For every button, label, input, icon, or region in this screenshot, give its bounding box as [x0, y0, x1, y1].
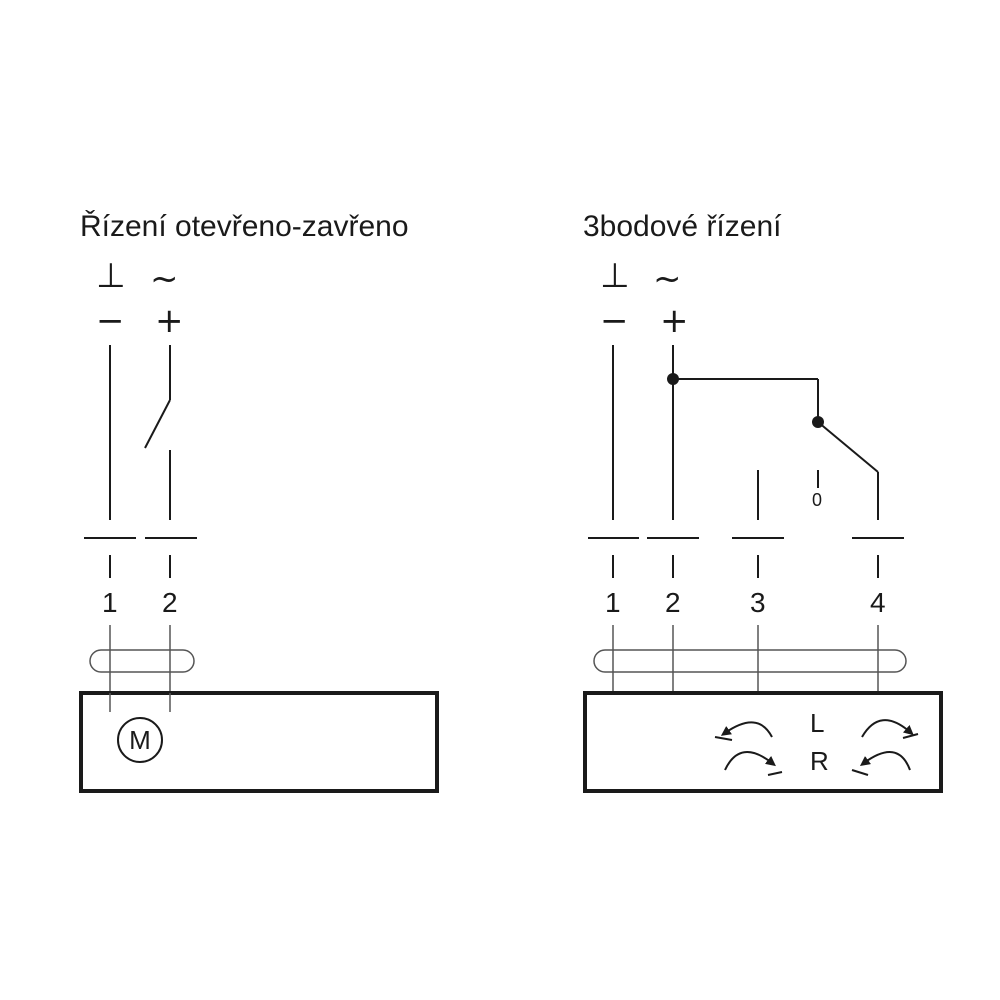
stop-mark	[767, 771, 783, 776]
terminal-2-label: 2	[665, 587, 681, 618]
actuator-box-right	[583, 691, 943, 793]
rotation-arrow-icon	[724, 751, 776, 771]
ac-symbol: ~	[653, 259, 682, 299]
plus-symbol: +	[660, 301, 689, 341]
left-panel-title: Řízení otevřeno-zavřeno	[80, 210, 409, 243]
rotation-arrow-icon	[861, 719, 914, 738]
changeover-switch	[817, 421, 879, 473]
terminal-3-label: 3	[750, 587, 766, 618]
minus-symbol: −	[600, 301, 629, 341]
direction-right-label: R	[810, 746, 829, 776]
plus-symbol: +	[155, 301, 184, 341]
minus-symbol: −	[96, 301, 125, 341]
motor-symbol	[117, 717, 163, 763]
direction-left-label: L	[810, 708, 824, 738]
ground-symbol: ⊥	[96, 256, 126, 296]
cable-sheath	[89, 649, 195, 673]
open-close-control-panel: Řízení otevřeno-zavřeno ⊥ ~ − + 1 2 M	[79, 210, 439, 793]
actuator-box-left	[79, 691, 439, 793]
right-panel-title: 3bodové řízení	[583, 210, 782, 243]
cable-sheath	[593, 649, 907, 673]
open-switch	[144, 399, 171, 449]
switch-zero-label: 0	[812, 490, 822, 510]
stop-mark	[851, 769, 869, 776]
terminal-4-label: 4	[870, 587, 886, 618]
terminal-1-label: 1	[605, 587, 621, 618]
rotation-arrow-icon	[720, 721, 773, 738]
terminal-2-label: 2	[162, 587, 178, 618]
terminal-1-label: 1	[102, 587, 118, 618]
motor-label: M	[129, 725, 151, 755]
three-point-control-panel: 3bodové řízení ⊥ ~ − + 0 1 2 3 4	[583, 210, 943, 793]
stop-mark	[714, 736, 733, 741]
stop-mark	[902, 733, 919, 739]
rotation-arrow-icon	[859, 751, 911, 771]
ac-symbol: ~	[150, 259, 179, 299]
ground-symbol: ⊥	[600, 256, 630, 296]
